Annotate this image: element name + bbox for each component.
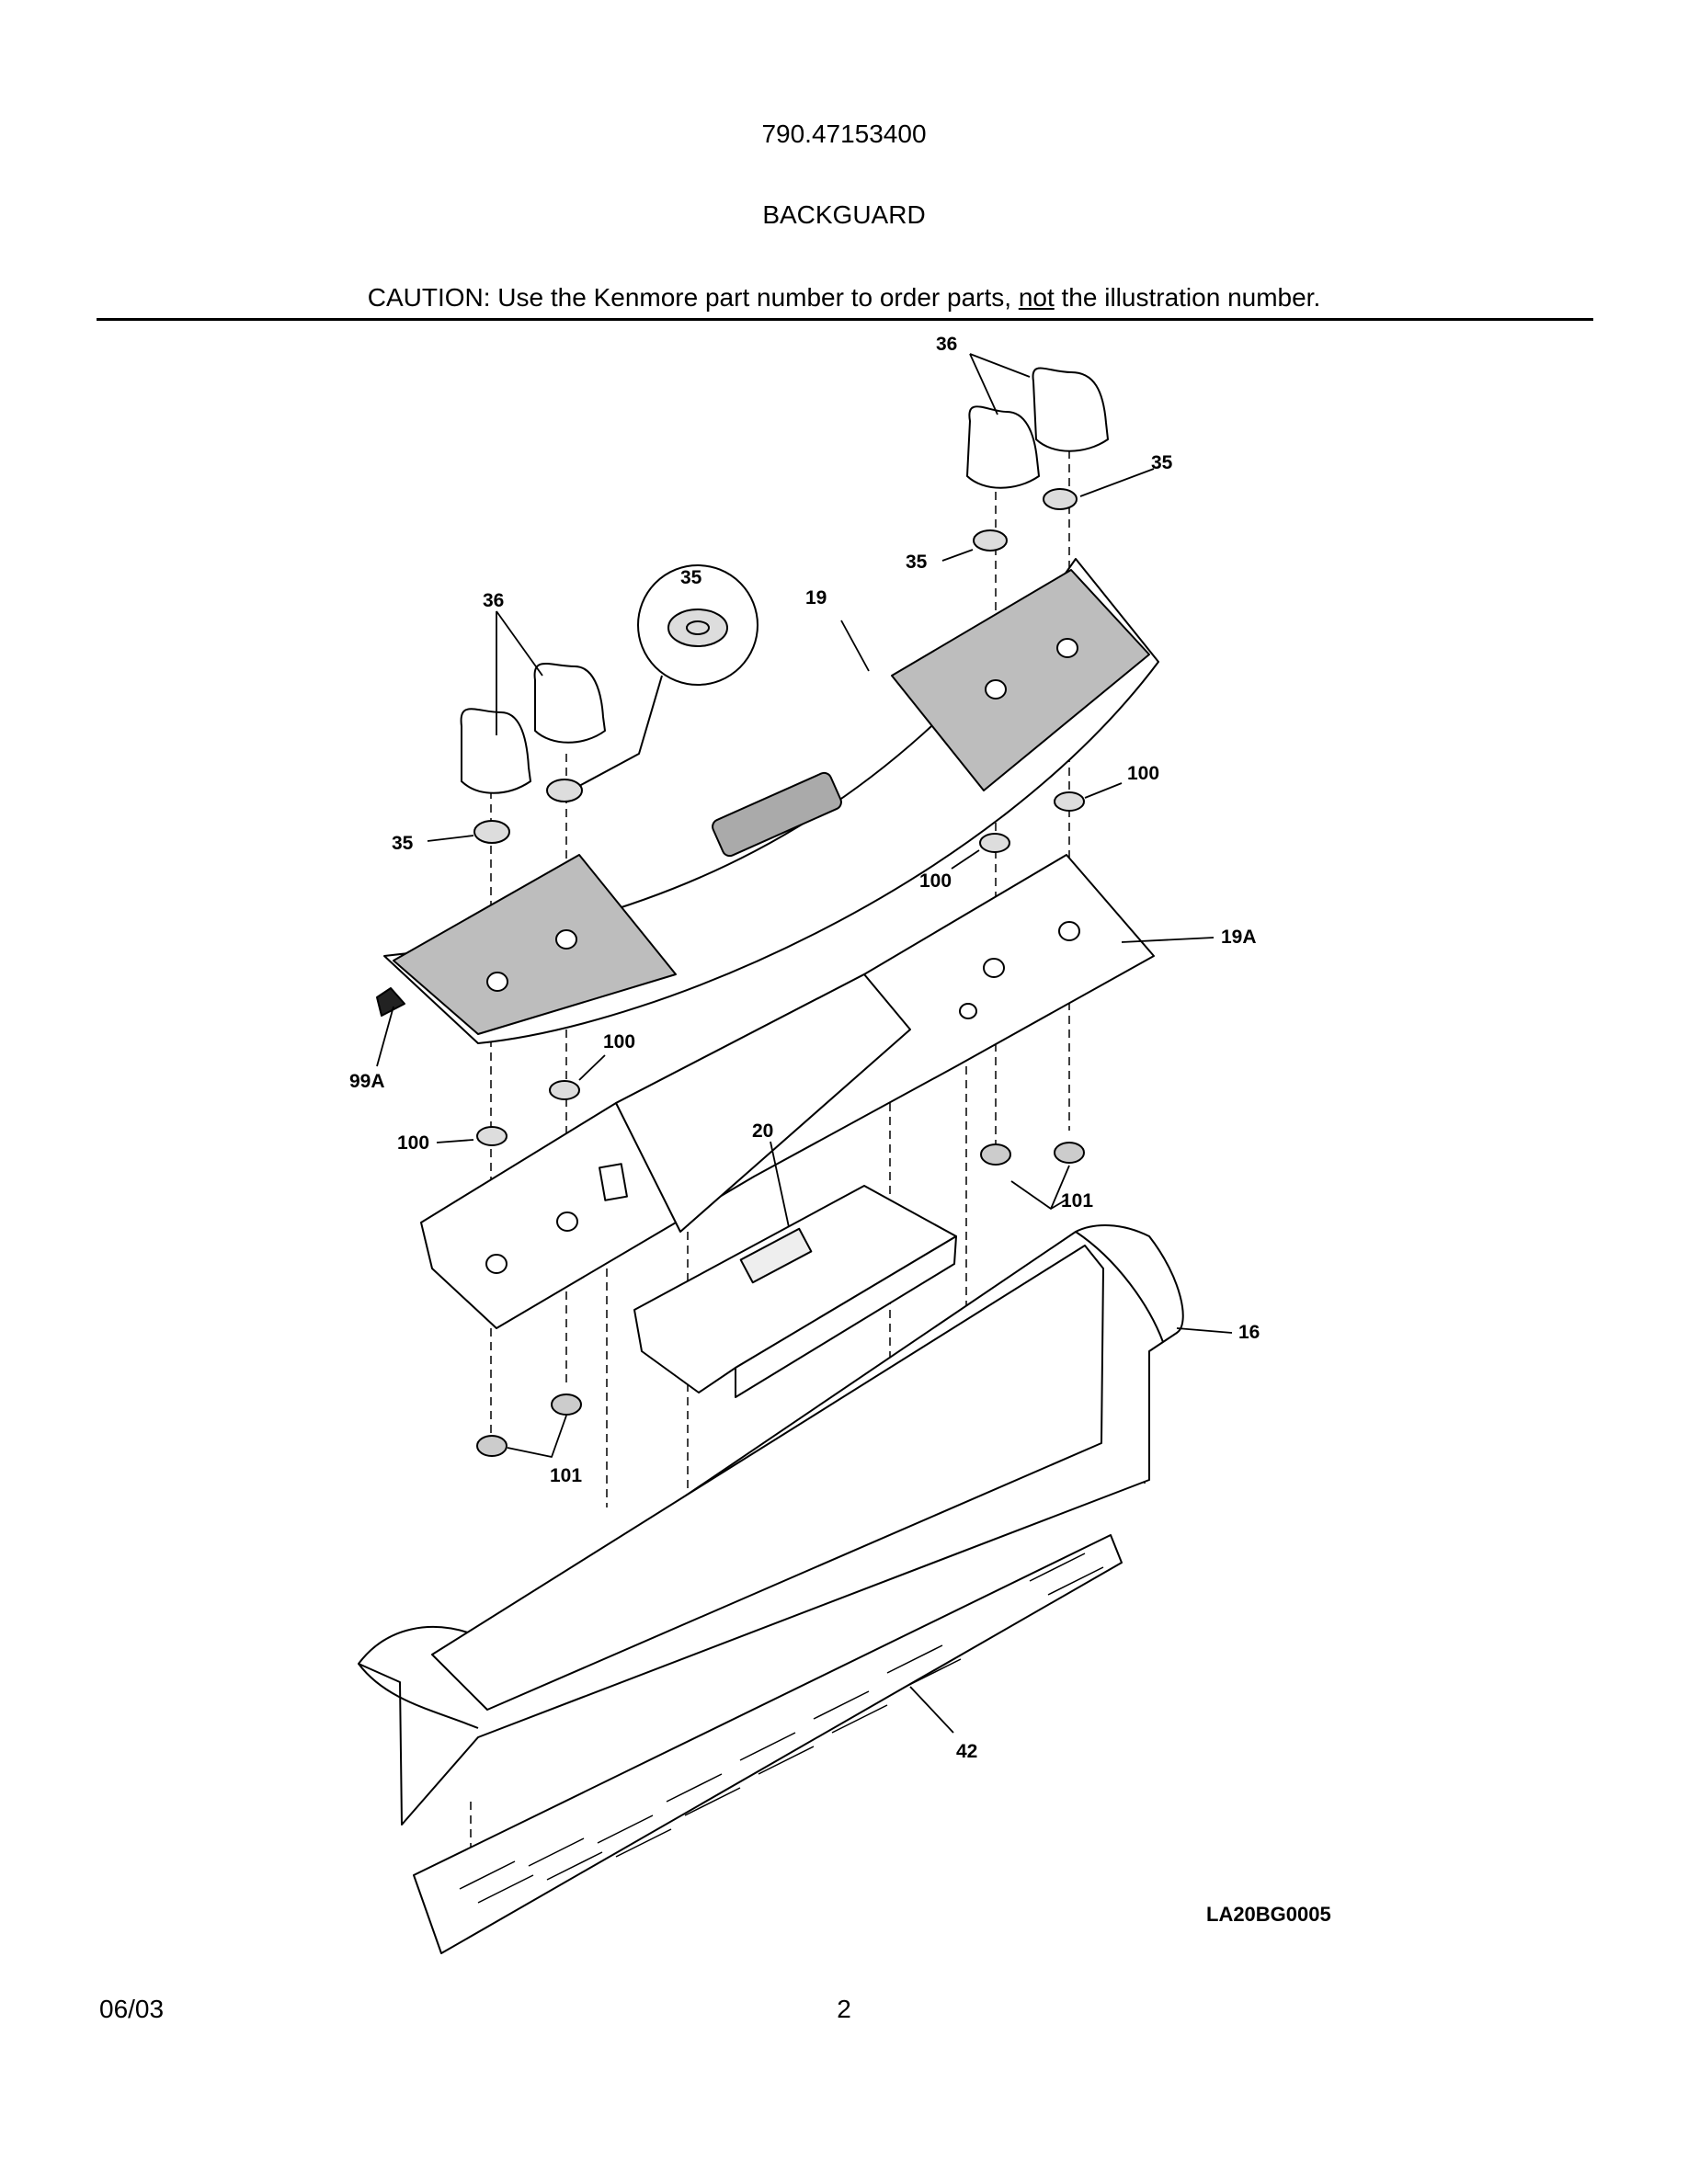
model-number: 790.47153400 <box>761 119 927 148</box>
callout-knob-left: 36 <box>483 590 504 611</box>
control-panel-icon <box>376 558 1159 1044</box>
caution-text-start: CAUTION: Use the Kenmore part number to … <box>367 283 1019 312</box>
callout-nut-right-lower: 35 <box>906 552 928 573</box>
callout-screw-center-left: 100 <box>603 1031 635 1052</box>
callout-bracket: 19A <box>1221 927 1257 948</box>
callout-control-board: 20 <box>752 1120 773 1142</box>
section-title: BACKGUARD <box>762 200 926 229</box>
backguard-frame-icon <box>358 1224 1184 1826</box>
callout-leader-lines <box>376 353 1233 1734</box>
callout-panel: 19 <box>805 587 827 609</box>
vent-trim-icon <box>413 1534 1123 1954</box>
callout-end-cap-frame: 16 <box>1238 1322 1260 1343</box>
caution-text-end: the illustration number. <box>1054 283 1321 312</box>
callout-nut-pair-left: 101 <box>550 1465 582 1486</box>
page-number: 2 <box>837 1995 851 2023</box>
callout-vent-trim: 42 <box>956 1741 977 1762</box>
caution-emphasis: not <box>1018 283 1055 312</box>
callout-screw-right: 100 <box>1127 763 1159 784</box>
lock-nut-icon <box>473 488 1078 844</box>
control-knob-icon <box>460 367 1109 794</box>
callout-nut-detail: 35 <box>680 567 702 588</box>
mounting-bracket-icon <box>420 854 1155 1329</box>
control-board-icon <box>633 1185 957 1398</box>
callout-nut-pair-right: 101 <box>1061 1190 1093 1211</box>
callout-screw-center-right: 100 <box>919 870 952 892</box>
drawing-id: LA20BG0005 <box>1206 1903 1331 1926</box>
screw-icon <box>476 791 1085 1146</box>
callout-knob-right: 36 <box>936 334 957 355</box>
header-rule <box>97 318 1593 321</box>
callout-harness: 99A <box>349 1071 385 1092</box>
caution-notice: CAUTION: Use the Kenmore part number to … <box>0 283 1688 313</box>
hex-nut-icon <box>476 1142 1085 1457</box>
callout-nut-right-upper: 35 <box>1151 452 1173 473</box>
detail-magnifier-icon <box>578 564 758 787</box>
footer-date: 06/03 <box>99 1995 165 2023</box>
callout-nut-left: 35 <box>392 833 414 854</box>
callout-screw-left: 100 <box>397 1132 429 1154</box>
